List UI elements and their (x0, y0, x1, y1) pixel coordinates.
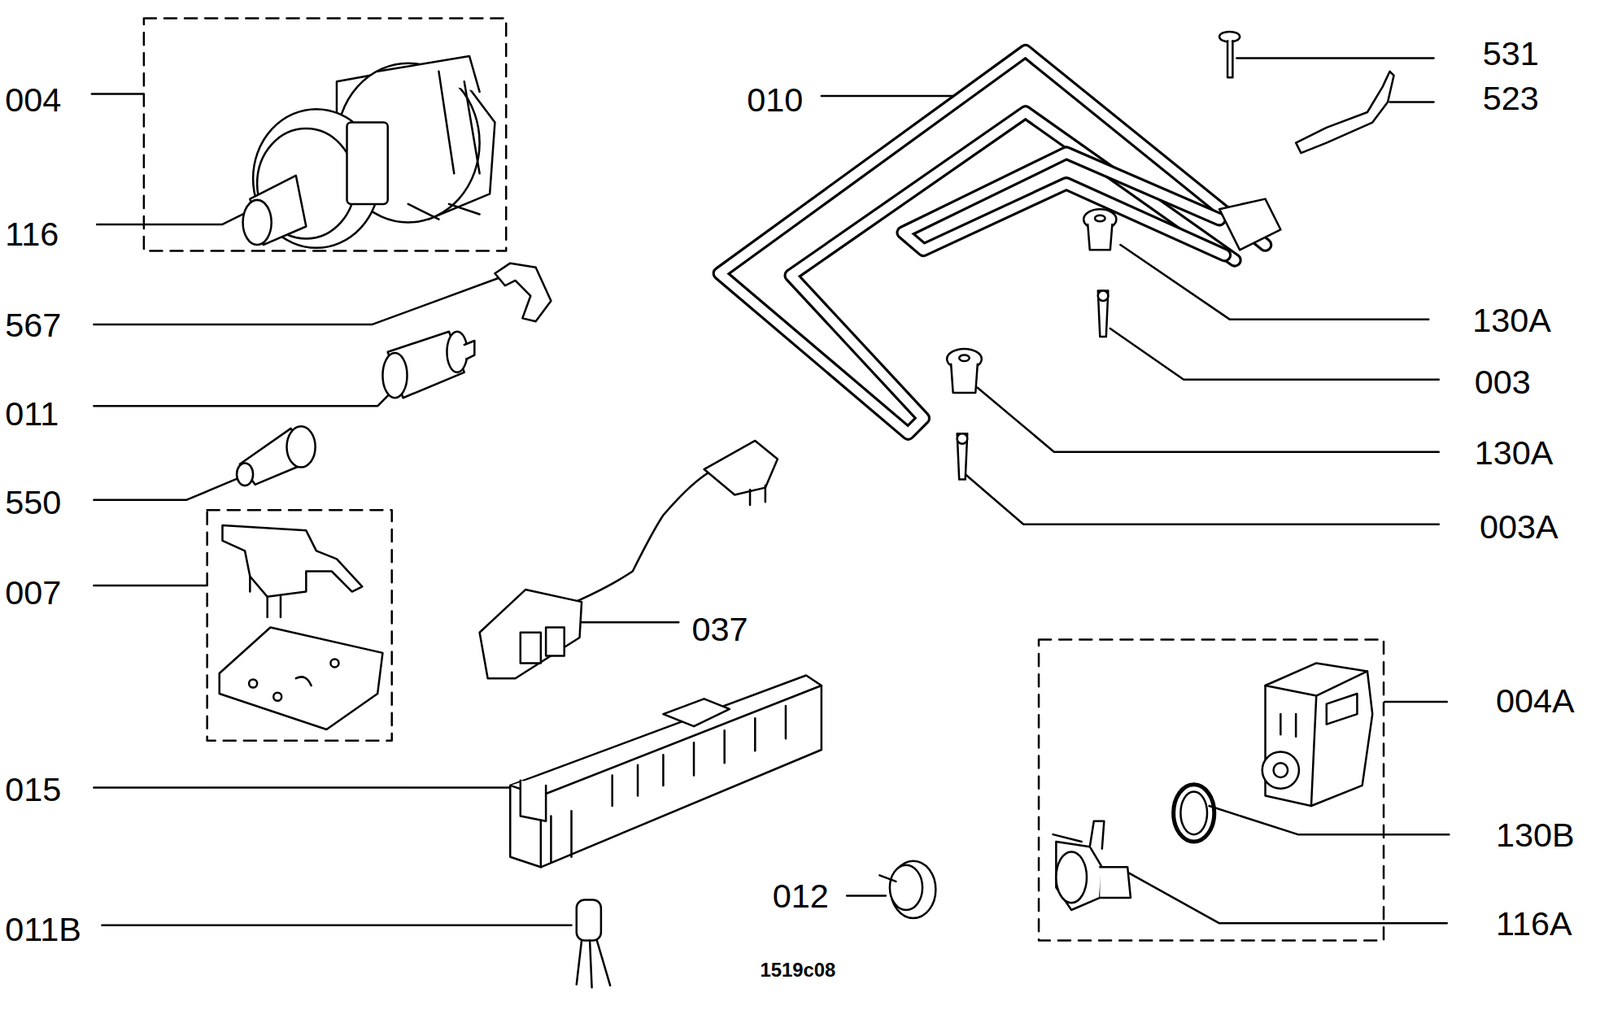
callout-number: 004 (4, 82, 62, 116)
callout-number: 567 (4, 307, 62, 341)
callout-number: 003 (1474, 364, 1531, 398)
callout-number: 116A (1495, 906, 1573, 941)
callout-number: 130A (1472, 302, 1552, 336)
callout-number: 523 (1482, 81, 1539, 115)
callout-number: 004A (1495, 683, 1575, 717)
callout-number: 010 (746, 82, 803, 116)
drawing-number: 1519c08 (760, 959, 837, 980)
callout-number: 011B (4, 911, 82, 946)
callout-number: 011 (4, 396, 59, 430)
callout-number: 550 (4, 484, 62, 519)
callout-number: 531 (1482, 36, 1539, 70)
callout-number: 037 (692, 611, 749, 646)
callout-number: 012 (772, 879, 829, 913)
callout-number: 130A (1474, 435, 1554, 469)
callout-number: 015 (4, 771, 62, 806)
callout-number: 130B (1495, 817, 1575, 851)
callout-number: 007 (4, 575, 62, 609)
callout-number: 003A (1479, 510, 1559, 544)
callout-number: 116 (4, 217, 59, 251)
